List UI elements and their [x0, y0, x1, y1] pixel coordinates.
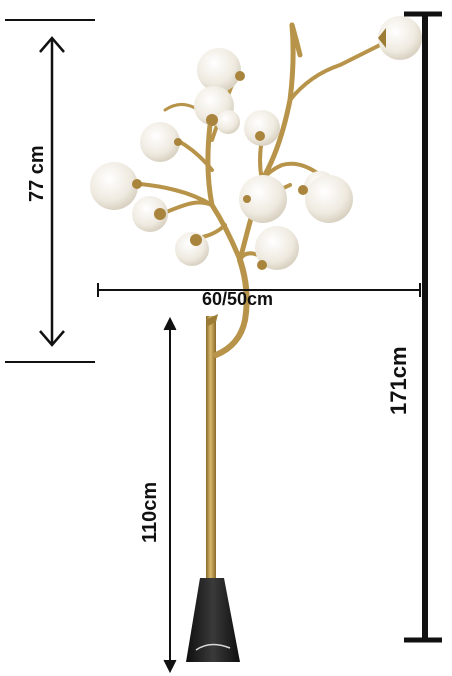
globe	[140, 122, 180, 162]
globe	[90, 162, 138, 210]
label-171cm: 171cm	[386, 346, 411, 415]
globe	[244, 110, 280, 146]
marble-vein	[195, 643, 231, 651]
lamp-globes	[90, 16, 422, 270]
floor-lamp-illustration	[90, 16, 422, 662]
globe	[132, 196, 168, 232]
marble-base	[186, 578, 240, 662]
arrow-head-down-icon	[163, 659, 177, 674]
arrow-head-up-icon	[39, 36, 65, 53]
globe	[239, 175, 287, 223]
label-77cm: 77 cm	[26, 145, 48, 202]
label-110cm: 110cm	[139, 481, 161, 543]
arrow-head-up-icon	[163, 316, 177, 331]
dimension-lines	[5, 11, 442, 674]
globe-cap	[378, 28, 386, 48]
label-width: 60/50cm	[202, 289, 274, 309]
globe	[305, 175, 353, 223]
lamp-stem	[206, 316, 216, 580]
lamp-stem-top	[206, 314, 218, 326]
globe	[216, 110, 240, 134]
arrow-head-down-icon	[39, 330, 65, 347]
globe	[197, 48, 241, 92]
globe	[378, 16, 422, 60]
globe	[255, 226, 299, 270]
